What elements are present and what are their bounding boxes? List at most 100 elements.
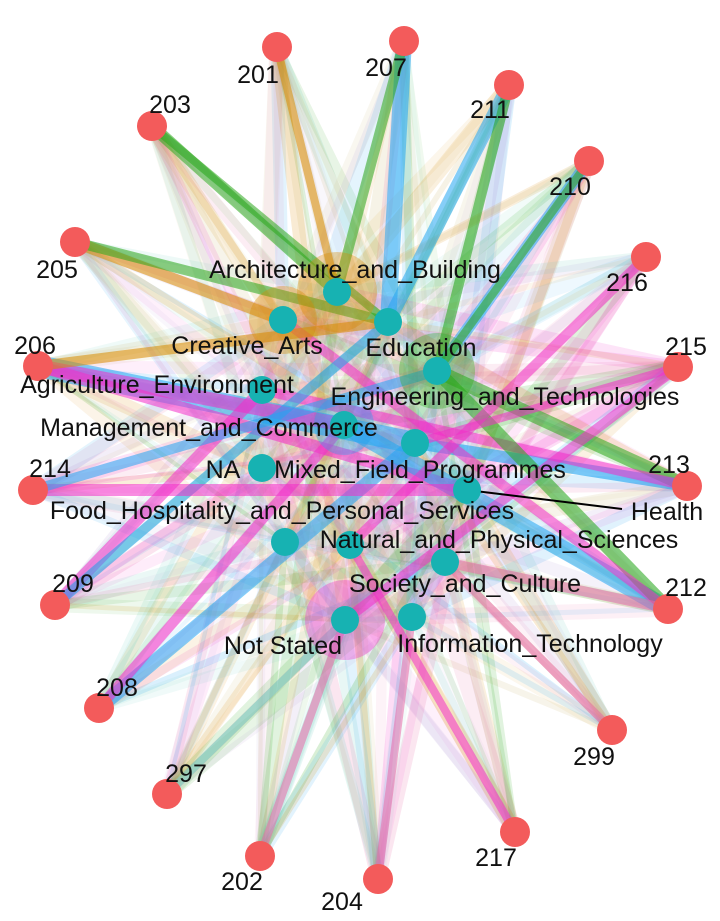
inner-node-label: Natural_and_Physical_Sciences	[320, 526, 679, 554]
edge	[341, 616, 616, 734]
edge	[95, 318, 392, 712]
edge	[256, 421, 348, 860]
edge	[146, 120, 268, 396]
edge-strong	[273, 43, 341, 296]
inner-node-na	[248, 454, 276, 482]
edge	[93, 611, 418, 714]
edge	[337, 250, 653, 432]
edge-strong	[432, 80, 514, 376]
outer-node-215	[663, 352, 693, 382]
edge-strong	[28, 366, 442, 495]
inner-node-label: NA	[206, 456, 241, 484]
inner-node-mixed	[401, 429, 429, 457]
inner-node-label: Health	[631, 498, 703, 526]
edge	[382, 155, 595, 328]
outer-node-label: 214	[29, 455, 71, 483]
edge	[277, 314, 618, 736]
outer-node-206	[23, 351, 53, 381]
edge	[159, 460, 270, 802]
node-layer	[18, 26, 702, 894]
edge	[31, 359, 444, 378]
edge	[273, 43, 471, 494]
edge	[95, 386, 266, 712]
edge	[51, 541, 354, 609]
inner-node-label: Education	[365, 334, 476, 362]
outer-node-214	[18, 475, 48, 505]
outer-node-208	[84, 693, 114, 723]
edge	[144, 118, 352, 433]
inner-node-natural	[336, 531, 364, 559]
edge-strong	[441, 558, 616, 734]
edge	[52, 602, 348, 623]
edge	[339, 614, 521, 838]
outer-node-label: 205	[36, 256, 78, 284]
edge	[330, 285, 385, 886]
edge	[460, 483, 619, 737]
edge	[430, 250, 653, 378]
edge	[276, 34, 411, 327]
edge	[439, 480, 693, 568]
edge	[410, 438, 520, 837]
outer-node-213	[672, 471, 702, 501]
outer-node-label: 297	[165, 760, 207, 788]
edge	[255, 461, 694, 493]
edge	[330, 285, 619, 737]
edge	[163, 538, 289, 798]
inner-node-agriculture	[248, 376, 276, 404]
edge-strong	[340, 362, 683, 625]
edge	[52, 539, 288, 608]
inner-node-label: Creative_Arts	[171, 332, 322, 360]
inner-node-not_stated	[331, 606, 359, 634]
edge	[374, 558, 449, 883]
inner-node-label: Architecture_and_Building	[209, 256, 501, 284]
edge	[159, 554, 453, 802]
edge	[270, 40, 290, 327]
outer-node-209	[40, 590, 70, 620]
outer-node-label: 299	[573, 743, 615, 771]
edge	[331, 79, 515, 298]
edge	[95, 616, 349, 712]
edge	[334, 158, 592, 295]
edge-strong	[94, 420, 349, 713]
outer-node-label: 207	[365, 54, 407, 82]
edge	[272, 42, 355, 550]
health-leader-line	[466, 489, 623, 510]
edge	[93, 286, 343, 714]
edge	[336, 359, 686, 433]
edge-strong	[381, 78, 516, 329]
edge	[35, 363, 448, 565]
inner-node-label: Management_and_Commerce	[40, 414, 378, 442]
edge	[339, 420, 617, 735]
outer-node-299	[597, 715, 627, 745]
inner-node-label: Engineering_and_Technologies	[331, 383, 680, 411]
outer-node-204	[363, 864, 393, 894]
outer-node-label: 210	[549, 173, 591, 201]
edge	[164, 387, 265, 797]
edge	[404, 601, 676, 625]
edge	[430, 360, 685, 378]
edge	[280, 537, 383, 884]
edge-strong	[33, 317, 393, 371]
edge	[91, 460, 270, 716]
outer-node-label: 212	[665, 574, 707, 602]
edge	[345, 540, 617, 735]
edge	[47, 482, 475, 613]
edge-strong	[433, 157, 593, 375]
outer-node-label: 206	[14, 332, 56, 360]
edge	[339, 614, 384, 885]
edge	[255, 463, 267, 861]
edge	[338, 479, 694, 627]
edge	[398, 35, 443, 377]
inner-node-engineering	[423, 357, 451, 385]
edge-strong	[346, 541, 519, 836]
edge	[164, 542, 353, 797]
edge-strong	[440, 557, 673, 614]
edge	[69, 236, 351, 626]
edge-strong	[70, 237, 393, 327]
edge	[382, 316, 521, 838]
edge	[278, 535, 619, 737]
edge	[463, 486, 519, 836]
edge	[163, 613, 416, 798]
